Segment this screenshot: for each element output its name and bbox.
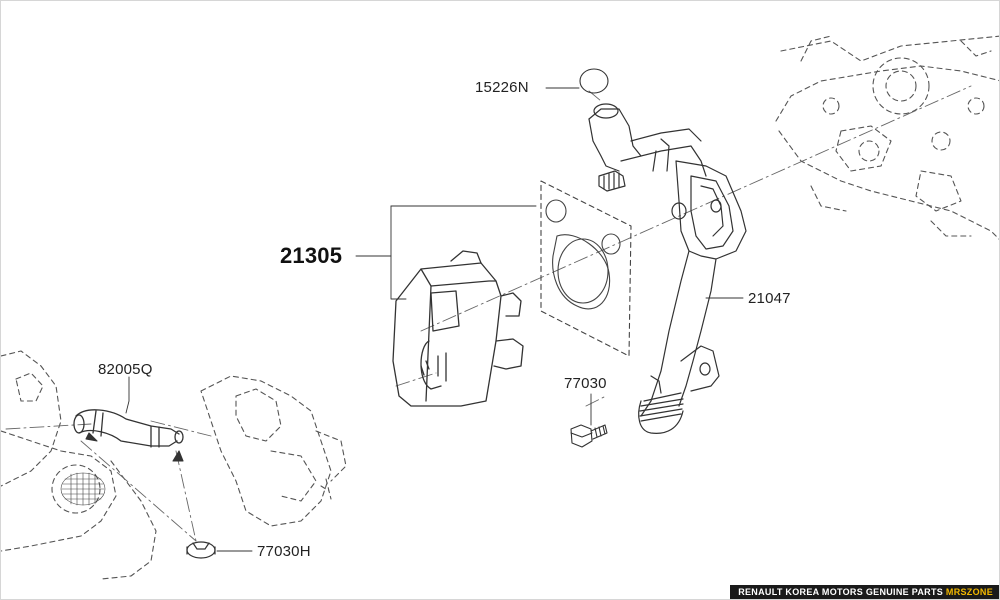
oil-cooler xyxy=(392,250,524,407)
mesh-filter-pattern xyxy=(60,472,106,506)
leader-lines xyxy=(125,87,744,552)
footer-banner: RENAULT KOREA MOTORS GENUINE PARTS MRSZO… xyxy=(730,585,999,599)
callout-15226N: 15226N xyxy=(475,79,529,96)
clip-top xyxy=(579,68,609,94)
gasket xyxy=(540,180,632,357)
callout-82005Q: 82005Q xyxy=(98,361,153,378)
footer-text: RENAULT KOREA MOTORS GENUINE PARTS xyxy=(738,587,944,597)
hose xyxy=(73,409,184,448)
engine-block-outline xyxy=(775,35,999,240)
bolt xyxy=(570,424,608,448)
center-lines xyxy=(5,85,972,542)
callout-21047: 21047 xyxy=(748,290,791,307)
water-pipe-assembly xyxy=(588,103,747,434)
hose-clamp xyxy=(186,541,216,559)
arrows xyxy=(85,432,184,462)
callout-21305: 21305 xyxy=(280,243,343,268)
footer-brand: MRSZONE xyxy=(945,587,993,597)
callout-77030: 77030 xyxy=(564,375,607,392)
callout-77030H: 77030H xyxy=(257,543,311,560)
